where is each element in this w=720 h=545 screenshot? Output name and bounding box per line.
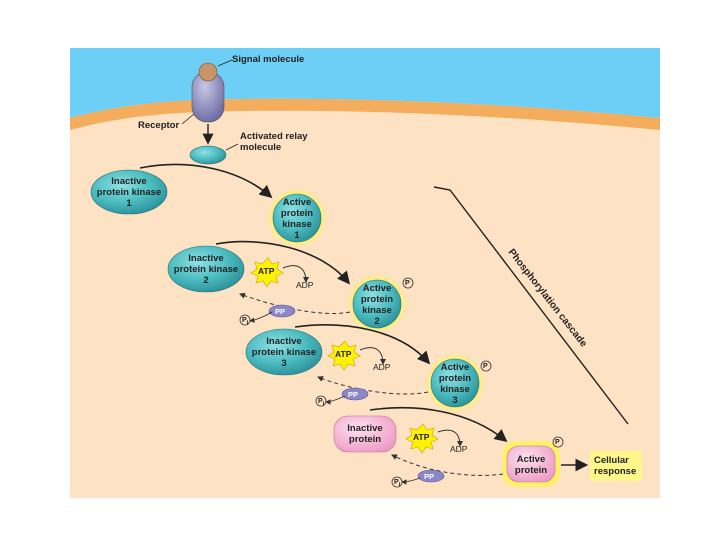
inactive-protein-shape bbox=[333, 415, 397, 453]
atp-adp-arrow-2 bbox=[359, 347, 386, 365]
active-pk1-shape bbox=[272, 193, 322, 243]
pi-release-arrow-2 bbox=[325, 395, 346, 405]
pi-1-label: Pi bbox=[242, 317, 249, 327]
pi-2-label: Pi bbox=[318, 398, 325, 408]
atp-adp-arrow-3 bbox=[437, 429, 463, 447]
atp-label-1: ATP bbox=[258, 266, 275, 276]
pk1-activates-pk2-arrow bbox=[215, 240, 351, 285]
signal-molecule-label: Signal molecule bbox=[232, 54, 305, 65]
adp-label-2: ADP bbox=[373, 362, 391, 372]
relay-molecule-label: Activated relay molecule bbox=[240, 131, 308, 153]
adp-label-1: ADP bbox=[296, 280, 314, 290]
relay-molecule bbox=[189, 145, 227, 165]
inactive-pk1-shape bbox=[90, 169, 168, 215]
pk3-dephosphorylation-arrow bbox=[317, 376, 429, 395]
phosphate-protein-label: P bbox=[555, 439, 560, 446]
pi-release-arrow-3 bbox=[401, 477, 421, 485]
atp-burst-1 bbox=[250, 257, 284, 288]
inactive-pk3-shape bbox=[245, 328, 323, 376]
atp-label-3: ATP bbox=[413, 432, 430, 442]
cascade-bracket bbox=[433, 186, 629, 425]
pp-enzyme-1 bbox=[268, 304, 296, 318]
relay-leader-line bbox=[225, 143, 239, 151]
atp-label-2: ATP bbox=[335, 349, 352, 359]
receptor-label: Receptor bbox=[138, 120, 180, 131]
pi-3-label: Pi bbox=[394, 479, 401, 489]
phosphate-pk3 bbox=[480, 360, 492, 372]
pi-3 bbox=[391, 476, 403, 488]
phosphate-protein bbox=[552, 436, 564, 448]
receptor-leader-line bbox=[181, 113, 195, 125]
phosphate-pk3-label: P bbox=[483, 363, 488, 370]
atp-burst-2 bbox=[327, 340, 361, 371]
cellular-response-box bbox=[590, 451, 642, 481]
active-pk3-shape bbox=[430, 358, 480, 408]
pp-enzyme-2 bbox=[341, 387, 369, 401]
cellular-response-label: Cellular response bbox=[594, 455, 637, 477]
pi-1 bbox=[239, 314, 251, 326]
pi-release-arrow-1 bbox=[249, 311, 273, 323]
protein-dephosphorylation-arrow bbox=[391, 454, 504, 476]
relay-to-pk1-arrow bbox=[139, 163, 273, 199]
adp-label-3: ADP bbox=[450, 444, 468, 454]
active-protein-shape bbox=[506, 445, 556, 483]
signal-molecule bbox=[198, 62, 218, 82]
atp-adp-arrow-1 bbox=[282, 265, 309, 283]
phosphate-pk2 bbox=[402, 277, 414, 289]
inactive-pk2-shape bbox=[167, 245, 245, 293]
pk3-activates-protein-arrow bbox=[369, 406, 508, 442]
pp-label-1: PP bbox=[275, 307, 286, 316]
phosphate-pk2-label: P bbox=[405, 280, 410, 287]
pk2-activates-pk3-arrow bbox=[294, 324, 431, 365]
pk2-dephosphorylation-arrow bbox=[239, 292, 351, 315]
pp-label-3: PP bbox=[424, 472, 435, 481]
pi-2 bbox=[315, 395, 327, 407]
active-pk2-shape bbox=[352, 279, 402, 329]
signal-leader-line bbox=[217, 59, 233, 67]
pp-enzyme-3 bbox=[417, 469, 445, 483]
pp-label-2: PP bbox=[348, 390, 359, 399]
atp-burst-3 bbox=[405, 423, 439, 454]
extracellular-space bbox=[70, 48, 660, 118]
